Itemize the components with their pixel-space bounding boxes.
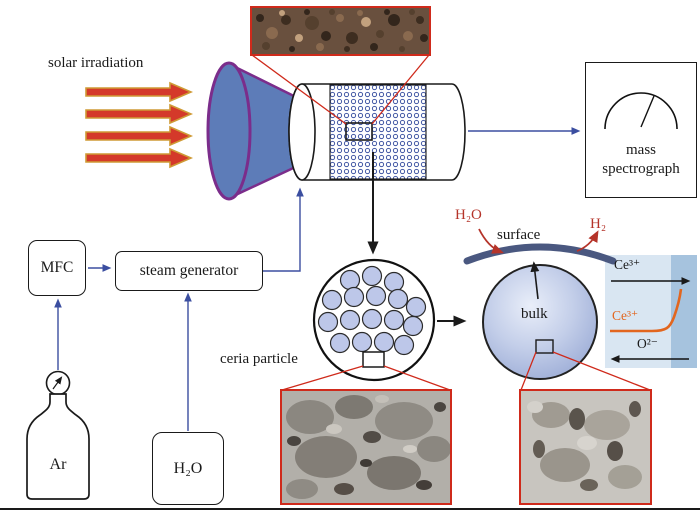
mfc-box: MFC bbox=[28, 240, 86, 296]
h2o-supply-label: H₂O bbox=[173, 459, 203, 477]
steam-generator-label: steam generator bbox=[139, 262, 239, 279]
ce3-transport-label: Ce³⁺ bbox=[614, 257, 641, 272]
reactor-cylinder bbox=[288, 83, 466, 181]
sem-photo-right bbox=[521, 391, 650, 503]
sem-photo-left-frame bbox=[280, 389, 452, 505]
ce3-profile-label: Ce³⁺ bbox=[612, 308, 639, 323]
reactor-sample-marker bbox=[345, 122, 373, 141]
zoom-lines-top bbox=[251, 54, 430, 125]
o2-transport-label: O²⁻ bbox=[637, 336, 658, 351]
gauge-icon bbox=[604, 92, 678, 130]
sem-photo-left bbox=[282, 391, 450, 503]
figure-bottom-rule bbox=[0, 508, 700, 510]
surface-band bbox=[463, 243, 617, 265]
bulk-sample-marker bbox=[535, 339, 554, 354]
porous-ceria-photo bbox=[252, 8, 429, 54]
solar-irradiation-label: solar irradiation bbox=[48, 55, 144, 71]
bulk-label: bulk bbox=[521, 306, 548, 322]
h2o-supply-box: H₂O bbox=[152, 432, 224, 505]
ceria-particle-ensemble bbox=[312, 258, 436, 382]
particle-sample-marker bbox=[362, 351, 385, 368]
ceria-particle-label: ceria particle bbox=[220, 351, 298, 367]
surface-label: surface bbox=[497, 227, 541, 243]
mfc-label: MFC bbox=[40, 259, 74, 276]
zoom-lines-left bbox=[281, 365, 451, 391]
h2-out-label: H₂ bbox=[590, 216, 607, 232]
h2-out-arrow bbox=[576, 230, 599, 252]
mass-spectrograph-box: mass spectrograph bbox=[585, 62, 697, 198]
solar-irradiation-arrows bbox=[85, 81, 194, 169]
mass-spectrograph-label: mass spectrograph bbox=[602, 142, 680, 177]
pressure-gauge-icon bbox=[45, 370, 71, 396]
steam-to-reactor-arrow bbox=[263, 187, 304, 272]
bulk-to-surface-arrow bbox=[530, 261, 540, 300]
sem-photo-right-frame bbox=[519, 389, 652, 505]
ar-label: Ar bbox=[49, 456, 67, 473]
porous-ceria-block bbox=[330, 85, 426, 179]
steam-generator-box: steam generator bbox=[115, 251, 263, 291]
ar-bottle bbox=[26, 370, 90, 500]
porous-ceria-photo-frame bbox=[250, 6, 431, 56]
h2o-in-label: H₂O bbox=[455, 207, 482, 223]
solar-concentrator-cone bbox=[206, 61, 304, 201]
